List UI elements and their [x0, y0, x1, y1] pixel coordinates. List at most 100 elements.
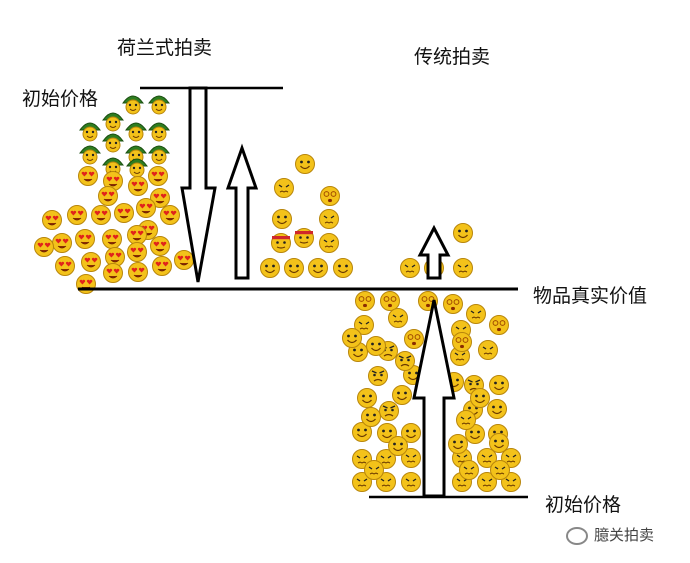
turtle-face-icon [79, 145, 101, 165]
bidder-smiley-icon [470, 388, 490, 408]
bidder-smiley-icon [308, 258, 328, 278]
true-value-label: 物品真实价值 [533, 285, 648, 307]
heart-eyes-smiley-icon [174, 250, 194, 270]
bidder-smiley-icon [453, 258, 473, 278]
dutch-up-arrow [225, 143, 259, 280]
bidder-smiley-icon [284, 258, 304, 278]
bidder-smiley-icon [401, 472, 421, 492]
bidder-faces [34, 95, 521, 492]
heart-eyes-smiley-icon [105, 247, 125, 267]
bidder-smiley-icon [452, 332, 472, 352]
bidder-smiley-icon [274, 178, 294, 198]
bidder-smiley-icon [392, 385, 412, 405]
heart-eyes-smiley-icon [160, 205, 180, 225]
heart-eyes-smiley-icon [75, 229, 95, 249]
bidder-smiley-icon [357, 388, 377, 408]
heart-eyes-smiley-icon [136, 198, 156, 218]
turtle-face-icon [126, 158, 148, 178]
bidder-smiley-icon [448, 434, 468, 454]
heart-eyes-smiley-icon [150, 236, 170, 256]
heart-eyes-smiley-icon [150, 188, 170, 208]
bidder-smiley-icon [489, 315, 509, 335]
heart-eyes-smiley-icon [67, 205, 87, 225]
start-price-top-label: 初始价格 [22, 88, 99, 110]
wechat-icon [566, 526, 588, 545]
turtle-face-icon [148, 145, 170, 165]
bidder-smiley-icon [489, 375, 509, 395]
bidder-smiley-icon [352, 472, 372, 492]
bidder-smiley-icon [478, 340, 498, 360]
bidder-smiley-icon [364, 460, 384, 480]
bidder-smiley-icon [377, 423, 397, 443]
bidder-smiley-icon [487, 399, 507, 419]
turtle-face-icon [102, 112, 124, 132]
heart-eyes-smiley-icon [148, 166, 168, 186]
bidder-smiley-icon [443, 294, 463, 314]
bidder-smiley-icon [459, 460, 479, 480]
heart-eyes-smiley-icon [76, 274, 96, 294]
price-arrows [180, 86, 456, 498]
heart-eyes-smiley-icon [103, 263, 123, 283]
heart-eyes-smiley-icon [55, 256, 75, 276]
watermark-text: 臆关拍卖 [594, 526, 655, 544]
heart-eyes-smiley-icon [103, 171, 123, 191]
heart-eyes-smiley-icon [98, 186, 118, 206]
bidder-smiley-icon [466, 304, 486, 324]
heart-eyes-smiley-icon [102, 229, 122, 249]
bidder-smiley-icon [368, 366, 388, 386]
watermark: 臆关拍卖 [566, 524, 654, 545]
bidder-smiley-icon [388, 436, 408, 456]
bidder-smiley-icon [404, 329, 424, 349]
heart-eyes-smiley-icon [127, 242, 147, 262]
bidder-smiley-icon [477, 472, 497, 492]
bidder-smiley-icon [401, 423, 421, 443]
bidder-smiley-icon [379, 401, 399, 421]
bidder-smiley-icon [453, 223, 473, 243]
bidder-smiley-icon [354, 315, 374, 335]
bidder-smiley-icon [352, 422, 372, 442]
heart-eyes-smiley-icon [114, 203, 134, 223]
bidder-smiley-icon [380, 291, 400, 311]
bidder-smiley-icon [342, 328, 362, 348]
turtle-face-icon [148, 122, 170, 142]
bidder-smiley-icon [388, 308, 408, 328]
bidder-smiley-icon [489, 433, 509, 453]
bidder-smiley-icon [395, 351, 415, 371]
turtle-face-icon [148, 95, 170, 115]
turtle-face-icon [122, 95, 144, 115]
heart-eyes-smiley-icon [128, 262, 148, 282]
bidder-smiley-icon [400, 258, 420, 278]
start-price-bottom-label: 初始价格 [545, 494, 622, 516]
bidder-smiley-icon [320, 186, 340, 206]
heart-eyes-smiley-icon [128, 176, 148, 196]
bidder-smiley-icon [465, 424, 485, 444]
dutch-auction-title: 荷兰式拍卖 [117, 37, 213, 59]
traditional-small-up-arrow [417, 224, 451, 280]
heart-eyes-smiley-icon [81, 252, 101, 272]
bidder-smiley-icon [319, 209, 339, 229]
bidder-smiley-icon [361, 407, 381, 427]
bidder-smiley-icon [295, 154, 315, 174]
traditional-up-arrow [412, 299, 456, 498]
heart-eyes-smiley-icon [52, 233, 72, 253]
bidder-smiley-icon [355, 291, 375, 311]
bidder-smiley-icon [490, 460, 510, 480]
bidder-smiley-icon [319, 233, 339, 253]
bidder-smiley-icon [477, 448, 497, 468]
turtle-face-icon [79, 122, 101, 142]
heart-eyes-smiley-icon [42, 210, 62, 230]
bidder-smiley-icon [260, 258, 280, 278]
turtle-face-icon [102, 133, 124, 153]
bidder-smiley-icon [294, 228, 314, 248]
bidder-smiley-icon [376, 472, 396, 492]
bidder-smiley-icon [366, 336, 386, 356]
heart-eyes-smiley-icon [127, 225, 147, 245]
dutch-down-arrow [180, 86, 217, 283]
heart-eyes-smiley-icon [78, 166, 98, 186]
heart-eyes-smiley-icon [152, 256, 172, 276]
bidder-smiley-icon [401, 448, 421, 468]
bidder-smiley-icon [271, 233, 291, 253]
heart-eyes-smiley-icon [91, 205, 111, 225]
price-lines [78, 86, 528, 499]
